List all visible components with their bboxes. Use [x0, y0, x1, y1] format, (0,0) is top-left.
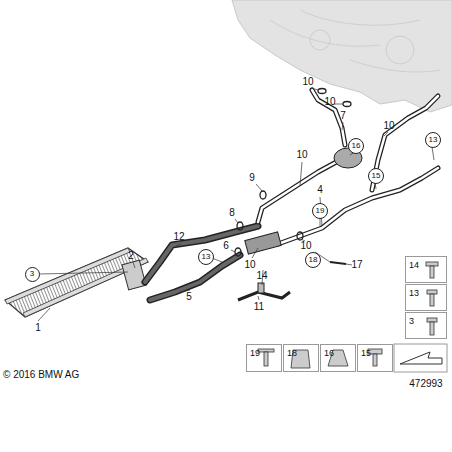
callout-number: 13 — [202, 253, 211, 261]
callout-number: 18 — [287, 349, 297, 358]
parts-table-cell: 19 — [246, 344, 282, 372]
callout-circle: 16 — [348, 138, 364, 154]
callout-circle: 18 — [305, 252, 321, 268]
callout-number: 18 — [309, 256, 318, 264]
callout-number: 17 — [351, 260, 362, 270]
callout-number: 15 — [372, 172, 381, 180]
callout-number: 10 — [302, 77, 313, 87]
parts-table-cell: 15 — [357, 344, 393, 372]
callout-number: 10 — [296, 150, 307, 160]
callout-number: 10 — [324, 97, 335, 107]
callout-number: 16 — [352, 142, 361, 150]
callout-number: 10 — [300, 241, 311, 251]
callout-number: 10 — [383, 121, 394, 131]
parts-table-cell: 16 — [320, 344, 356, 372]
callout-number: 10 — [244, 260, 255, 270]
parts-table-cell: 14 — [405, 256, 447, 283]
parts-table-cell: 3 — [405, 312, 447, 339]
callout-number: 15 — [361, 349, 371, 358]
callout-number: 3 — [409, 317, 414, 326]
callout-circle: 15 — [368, 168, 384, 184]
callout-number: 12 — [173, 232, 184, 242]
footnote-text: © 2016 BMW AG — [3, 370, 79, 380]
callout-number: 2 — [128, 251, 134, 261]
callout-number: 11 — [254, 302, 264, 312]
callout-circle: 13 — [425, 132, 441, 148]
callout-number: 1 — [35, 323, 41, 333]
callout-number: 14 — [409, 261, 419, 270]
callout-number: 13 — [429, 136, 438, 144]
callout-number: 14 — [256, 271, 267, 281]
callout-circle: 3 — [25, 267, 40, 282]
callout-number: 5 — [186, 292, 192, 302]
callout-number: 3 — [30, 270, 34, 278]
callout-number: 19 — [250, 349, 260, 358]
callout-number: 4 — [317, 185, 323, 195]
callout-circle: 19 — [312, 203, 328, 219]
callout-number: 9 — [249, 173, 255, 183]
callout-number: 6 — [223, 241, 229, 251]
callout-circle: 13 — [198, 249, 214, 265]
parts-table-cell: 18 — [283, 344, 319, 372]
callout-number: 16 — [324, 349, 334, 358]
callout-number: 8 — [229, 208, 235, 218]
footnote-text: 472993 — [409, 379, 442, 389]
callout-number: 19 — [316, 207, 325, 215]
callout-number: 7 — [340, 111, 346, 121]
parts-table-cell: 13 — [405, 284, 447, 311]
callout-number: 13 — [409, 289, 419, 298]
